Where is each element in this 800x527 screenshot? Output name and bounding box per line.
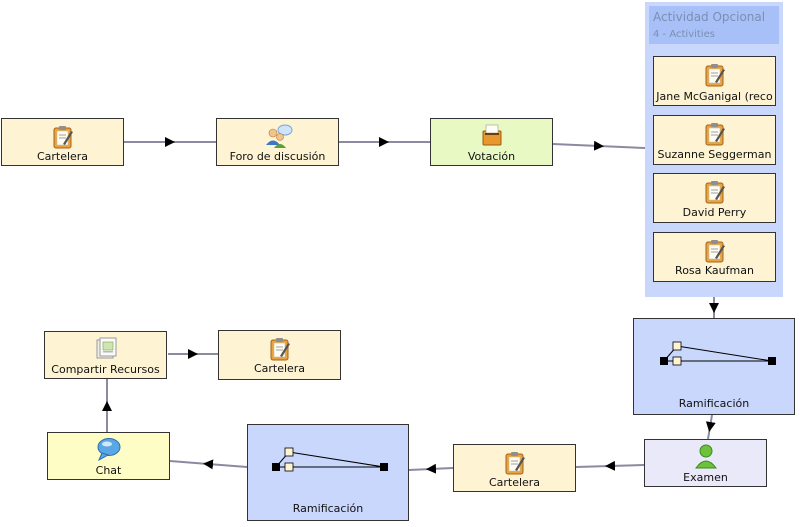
activity-label: Chat (95, 464, 122, 477)
connector-cartelera-ramificacion[interactable] (408, 463, 454, 474)
notice-board-icon (53, 126, 73, 149)
share-resources-icon (96, 337, 116, 359)
activity-label: Cartelera (253, 362, 306, 375)
activity-label: Cartelera (488, 476, 541, 489)
notice-board-icon (705, 240, 725, 263)
activity-ramificacion-2[interactable]: Ramificación (247, 424, 409, 521)
activity-label: Ramificación (292, 502, 364, 515)
activity-label: Votación (467, 150, 516, 163)
optional-item-jane[interactable]: Jane McGanigal (reco (653, 56, 776, 106)
notice-board-icon (505, 452, 525, 475)
activity-compartir-recursos[interactable]: Compartir Recursos (44, 331, 167, 379)
optional-item-suzanne[interactable]: Suzanne Seggerman (653, 115, 776, 165)
activity-chat[interactable]: Chat (47, 432, 170, 480)
connector-votacion-optional[interactable] (552, 140, 646, 151)
activity-label: Ramificación (678, 397, 750, 410)
activity-examen[interactable]: Examen (644, 439, 767, 487)
optional-item-rosa[interactable]: Rosa Kaufman (653, 232, 776, 282)
activity-votacion[interactable]: Votación (430, 118, 553, 166)
connector-ramificacion-examen[interactable] (705, 414, 716, 440)
chat-bubble-icon (97, 438, 120, 461)
ballot-box-icon (482, 124, 501, 146)
forum-users-icon (265, 124, 292, 148)
connector-examen-cartelera[interactable] (575, 460, 645, 471)
user-assessment-icon (694, 444, 717, 469)
branching-icon (272, 447, 388, 472)
activity-cartelera-2[interactable]: Cartelera (453, 444, 576, 492)
optional-group-subtitle: 4 - Activities (653, 29, 715, 40)
activity-label: Examen (683, 471, 728, 484)
activity-label: Jane McGanigal (reco (656, 90, 773, 103)
activity-foro[interactable]: Foro de discusión (216, 118, 339, 166)
notice-board-icon (705, 123, 725, 146)
activity-label: Cartelera (36, 150, 89, 163)
notice-board-icon (270, 338, 290, 361)
activity-label: Rosa Kaufman (675, 264, 754, 277)
activity-label: Foro de discusión (229, 150, 326, 163)
optional-item-david[interactable]: David Perry (653, 173, 776, 223)
activity-ramificacion-1[interactable]: Ramificación (633, 318, 795, 415)
optional-group-header: Actividad Opcional 4 - Activities (649, 6, 779, 44)
activity-cartelera-3[interactable]: Cartelera (218, 330, 341, 380)
activity-label: Suzanne Seggerman (657, 148, 772, 161)
activity-label: David Perry (682, 206, 747, 219)
notice-board-icon (705, 64, 725, 87)
optional-group-title: Actividad Opcional (653, 10, 766, 24)
activity-cartelera-1[interactable]: Cartelera (1, 118, 124, 166)
connector-ramificacion-chat[interactable] (169, 459, 248, 470)
branching-icon (660, 341, 776, 366)
activity-label: Compartir Recursos (51, 363, 160, 376)
notice-board-icon (705, 181, 725, 204)
